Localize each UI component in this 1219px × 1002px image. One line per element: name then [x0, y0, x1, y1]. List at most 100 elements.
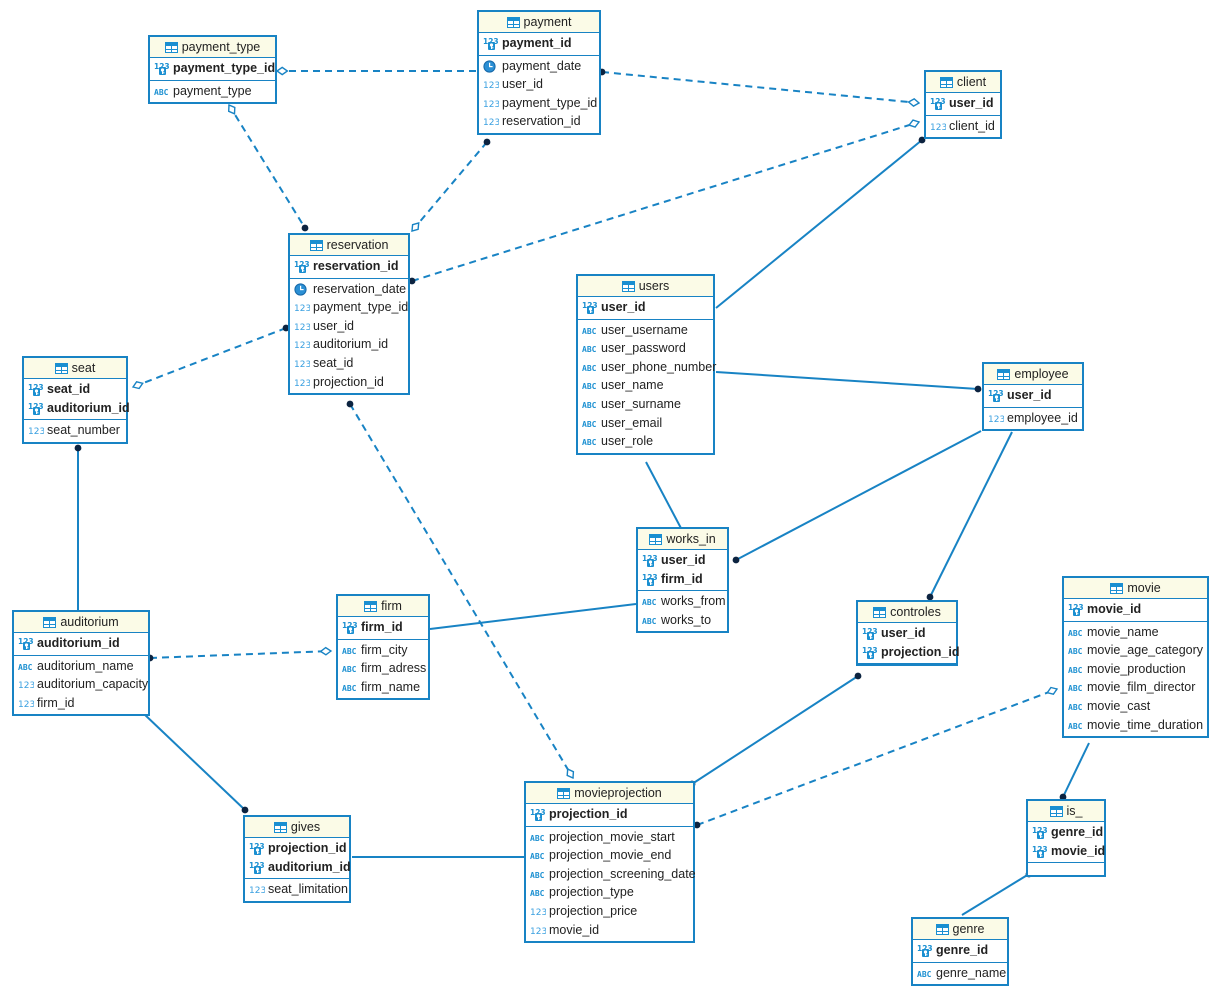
- relationship-controles-movieprojection[interactable]: [688, 672, 862, 788]
- relationship-movie-is_[interactable]: [1059, 742, 1090, 801]
- relationship-firm-works_in[interactable]: [429, 603, 637, 630]
- relationship-employee-works_in[interactable]: [732, 430, 982, 564]
- relationship-payment_type-payment[interactable]: [275, 66, 486, 76]
- relationship-seat-auditorium[interactable]: [74, 444, 82, 612]
- relationship-employee-controles[interactable]: [926, 431, 1013, 601]
- relationship-users-works_in[interactable]: [645, 461, 687, 536]
- relationship-payment-client[interactable]: [598, 68, 921, 107]
- relationship-is_-genre[interactable]: [961, 870, 1033, 916]
- relationship-movieprojection-movie[interactable]: [693, 686, 1059, 829]
- attribute-reservation_date[interactable]: reservation_date: [290, 280, 408, 299]
- relationship-payment_type-reservation[interactable]: [227, 103, 309, 232]
- relationship-users-client[interactable]: [715, 136, 926, 309]
- relationship-reservation-seat[interactable]: [131, 324, 290, 390]
- relationship-reservation-client[interactable]: [408, 119, 921, 285]
- relationship-reservation-movieprojection[interactable]: [346, 400, 575, 780]
- relationship-auditorium-firm[interactable]: [146, 646, 333, 662]
- attribute-payment_date[interactable]: payment_date: [479, 57, 599, 76]
- relationship-auditorium-gives[interactable]: [142, 712, 249, 814]
- relationship-payment-reservation[interactable]: [411, 138, 491, 232]
- relationship-users-employee[interactable]: [715, 371, 982, 393]
